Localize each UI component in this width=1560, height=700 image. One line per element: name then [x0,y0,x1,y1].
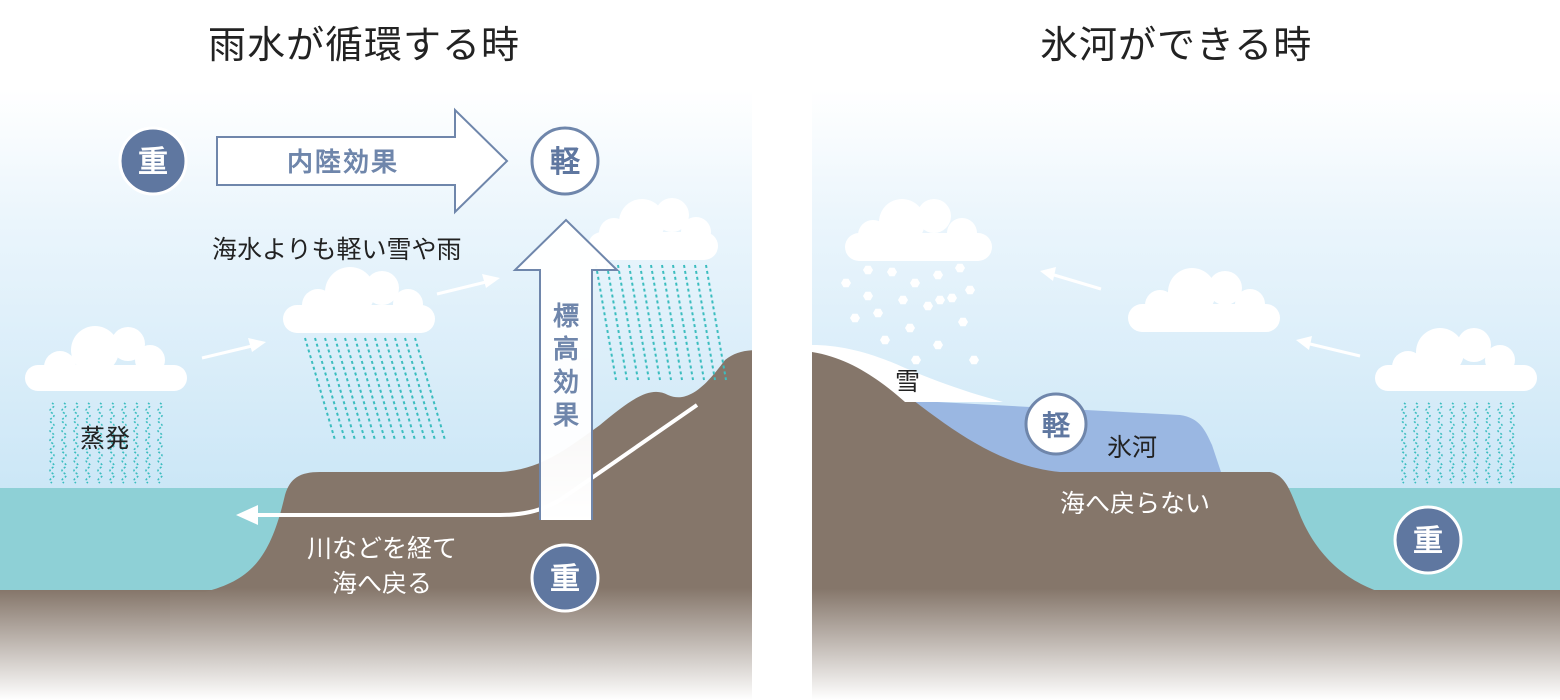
evaporation-wave [73,402,79,484]
cloud-middle [283,267,435,333]
inland-effect-label: 内陸効果 [287,147,399,178]
evaporation-wave [121,402,127,484]
evaporation-wave [1413,402,1419,484]
glacier-panel-title: 氷河ができる時 [1040,23,1313,67]
light-badge-glacier: 軽 [1024,392,1088,456]
evaporation-wave [1461,402,1467,484]
snowflake [923,301,933,311]
evaporation-wave [1473,402,1479,484]
mountain [170,350,752,700]
elevation-char-3: 効 [553,367,579,398]
wind-arrow-1 [201,338,266,360]
evaporation-wave [1485,402,1491,484]
rain-panel-title: 雨水が循環する時 [208,23,521,67]
evaporation-label: 蒸発 [80,424,130,453]
light-rain-snow-label: 海水よりも軽い雪や雨 [212,235,462,264]
snowflake [935,295,945,305]
snowflake [947,293,957,303]
evaporation-waves [49,402,163,484]
snowflake [969,355,979,365]
light-badge-sky: 軽 [530,126,600,196]
elevation-effect-label: 標 高 効 果 [553,302,579,431]
evaporation-wave [1425,402,1431,484]
snowflake [898,295,908,305]
snowflake [850,313,860,323]
evaporation-wave [1437,402,1443,484]
rain-streak [683,264,705,381]
evaporation-wave [61,402,67,484]
snowflake [955,263,965,273]
elevation-char-4: 果 [553,401,579,431]
return-label-line-1: 川などを経て [307,534,457,563]
rain-streak [650,264,672,381]
inland-effect-arrow[interactable] [216,107,509,215]
rain-streak [617,264,639,381]
heavy-badge-ground-label: 重 [550,562,580,597]
snow-cap [812,345,1003,402]
evaporation-wave [145,402,151,484]
glacier-label: 氷河 [1107,433,1157,462]
cloud-left [25,326,187,391]
elevation-char-1: 標 [553,302,579,332]
heavy-badge-sea: 重 [1393,505,1463,575]
rain-streak [661,264,683,381]
rain-cycle-panel: 重 軽 重 内陸効果 海水よりも軽い雪や雨 標 高 効 果 蒸発 川などを経て … [0,90,752,700]
evaporation-wave [1449,402,1455,484]
snowflake [933,340,943,350]
evaporation-wave [157,402,163,484]
glacier-panel: 軽 重 雪 氷河 海へ戻らない [812,90,1560,700]
rain-right [595,264,727,381]
rain-streak [694,264,716,381]
evaporation-wave [1401,402,1407,484]
snowflake [863,291,873,301]
rain-streak [639,264,661,381]
cloud-right [588,198,718,260]
no-return-label: 海へ戻らない [1060,489,1210,518]
rain-streak [705,264,727,381]
snowflakes [841,263,979,365]
heavy-badge-sea-label: 重 [1413,524,1443,559]
snowflake [910,278,920,288]
rain-streak [672,264,694,381]
snowflake [841,278,851,288]
evaporation-wave [133,402,139,484]
snowflake [965,285,975,295]
wind-arrow-1 [1296,336,1361,358]
light-badge-sky-label: 軽 [550,145,581,180]
evaporation-wave [85,402,91,484]
snowflake [873,308,883,318]
snowflake [911,355,921,365]
heavy-badge-ground: 重 [530,543,600,613]
snowflake [863,265,873,275]
snow-label: 雪 [895,367,920,396]
snowflake [933,270,943,280]
rain-streak [595,264,617,381]
cloud-middle [1128,268,1280,332]
wind-arrow-2 [436,274,500,296]
evaporation-waves [1401,402,1515,484]
heavy-badge-sky-label: 重 [138,145,168,180]
elevation-char-2: 高 [553,334,579,365]
snowflake [958,317,968,327]
evaporation-wave [109,402,115,484]
evaporation-wave [1509,402,1515,484]
land [812,351,1380,700]
rain-streak [628,264,650,381]
evaporation-wave [97,402,103,484]
snowflake [880,335,890,345]
wind-arrow-2 [1040,267,1102,291]
rain-streak [606,264,628,381]
evaporation-wave [49,402,55,484]
river-arrow-head [236,505,258,525]
light-badge-glacier-label: 軽 [1042,409,1071,442]
cloud-snow [845,199,992,261]
elevation-effect-arrow[interactable] [512,218,620,520]
heavy-badge-sky: 重 [118,126,188,196]
return-label-line-2: 海へ戻る [332,569,432,598]
snowflake [905,323,915,333]
cloud-right [1375,328,1537,391]
snowflake [887,267,897,277]
evaporation-wave [1497,402,1503,484]
